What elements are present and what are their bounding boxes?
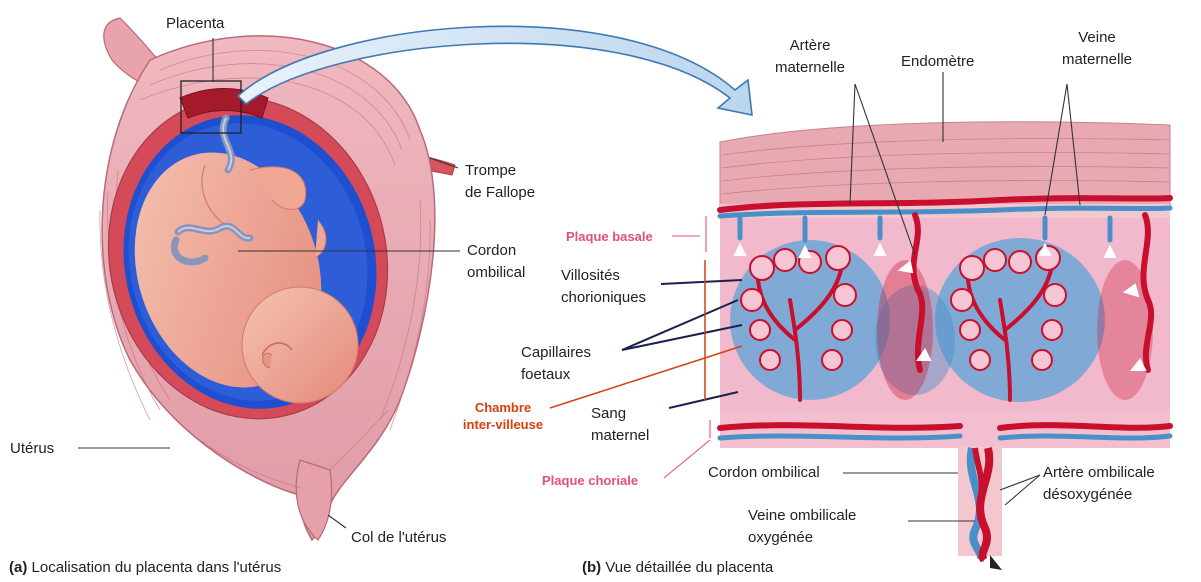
label-veine-ombilicale-line2: oxygénée	[748, 528, 813, 548]
label-plaque-choriale: Plaque choriale	[542, 471, 638, 491]
label-artere-maternelle-line1: Artère	[755, 36, 865, 56]
label-uterus: Utérus	[10, 439, 54, 459]
label-cordon-line2: ombilical	[467, 263, 525, 283]
caption-a-letter: (a)	[9, 559, 27, 576]
caption-b: (b) Vue détaillée du placenta	[582, 559, 773, 576]
label-col-uterus: Col de l'utérus	[351, 528, 446, 548]
label-villosites-line2: chorioniques	[561, 288, 646, 308]
label-veine-maternelle-line2: maternelle	[1042, 50, 1152, 70]
label-chambre-line2: inter-villeuse	[455, 416, 551, 433]
label-cordon-ombilical: Cordon ombilical	[708, 463, 820, 483]
label-artere-ombilicale-line1: Artère ombilicale	[1043, 463, 1155, 483]
label-endometre: Endomètre	[901, 52, 974, 72]
label-artere-maternelle-line2: maternelle	[755, 58, 865, 78]
uterus-illustration	[75, 18, 455, 540]
label-cordon-line1: Cordon	[467, 241, 516, 261]
label-artere-ombilicale-line2: désoxygénée	[1043, 485, 1132, 505]
label-placenta: Placenta	[166, 14, 224, 34]
label-villosites-line1: Villosités	[561, 266, 620, 286]
label-plaque-basale: Plaque basale	[566, 227, 653, 247]
pink-leader-lines	[664, 216, 710, 478]
label-trompe-line2: de Fallope	[465, 183, 535, 203]
caption-b-letter: (b)	[582, 559, 601, 576]
caption-a: (a) Localisation du placenta dans l'utér…	[9, 559, 281, 576]
label-chambre-line1: Chambre	[455, 399, 551, 416]
label-sang-line1: Sang	[591, 404, 626, 424]
label-trompe-line1: Trompe	[465, 161, 516, 181]
label-capillaires-line1: Capillaires	[521, 343, 591, 363]
label-sang-line2: maternel	[591, 426, 649, 446]
label-capillaires-line2: foetaux	[521, 365, 570, 385]
caption-a-text: Localisation du placenta dans l'utérus	[32, 559, 282, 576]
label-veine-ombilicale-line1: Veine ombilicale	[748, 506, 856, 526]
caption-b-text: Vue détaillée du placenta	[605, 559, 773, 576]
label-veine-maternelle-line1: Veine	[1042, 28, 1152, 48]
